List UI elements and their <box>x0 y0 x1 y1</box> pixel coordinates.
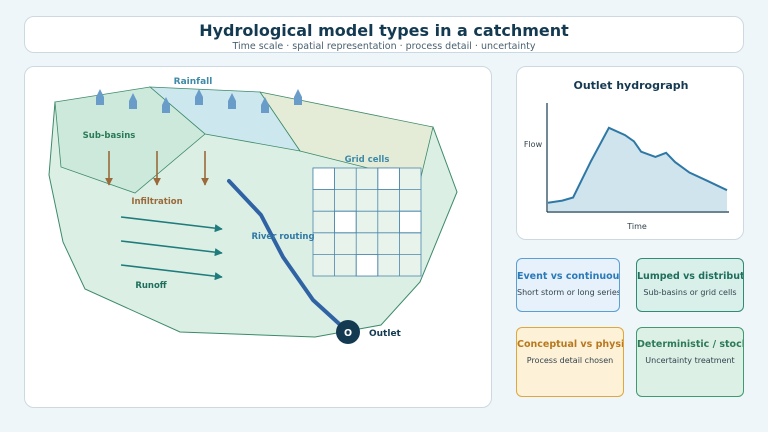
river-routing-label: River routing <box>251 232 314 242</box>
card-conceptual-vs-physical: Conceptual vs physical Process detail ch… <box>516 327 624 397</box>
subbasin-zone <box>54 86 206 194</box>
card-title: Event vs continuous <box>517 271 620 282</box>
rain-drop-icon <box>96 89 104 105</box>
page-title: Hydrological model types in a catchment <box>199 21 569 40</box>
card-subtitle: Sub-basins or grid cells <box>643 288 737 297</box>
rain-drop-icon <box>162 97 170 113</box>
outlet-marker <box>336 320 360 344</box>
runoff-label: Runoff <box>135 281 166 291</box>
hydrograph-title: Outlet hydrograph <box>573 79 688 92</box>
card-event-vs-continuous: Event vs continuous Short storm or long … <box>516 258 620 312</box>
rain-drop-icon <box>195 89 203 105</box>
card-deterministic-stochastic: Deterministic / stochastic Uncertainty t… <box>636 327 744 397</box>
card-subtitle: Short storm or long series <box>517 288 620 297</box>
infiltration-label: Infiltration <box>131 197 182 207</box>
catchment-diagram: Rainfall Sub-basins Grid cells Infiltrat… <box>48 77 458 344</box>
card-title: Deterministic / stochastic <box>637 339 743 350</box>
card-title: Conceptual vs physical <box>517 339 624 350</box>
rain-drop-icon <box>261 97 269 113</box>
outlet-label: Outlet <box>369 329 402 339</box>
catchment-panel: Rainfall Sub-basins Grid cells Infiltrat… <box>24 66 492 408</box>
card-subtitle: Uncertainty treatment <box>645 356 735 365</box>
x-axis-label: Time <box>626 222 647 231</box>
page-subtitle: Time scale · spatial representation · pr… <box>232 41 536 52</box>
grid-cells <box>312 167 422 277</box>
river-channel <box>227 179 349 333</box>
hydrograph-area <box>548 127 727 211</box>
hydrograph-line <box>547 126 728 204</box>
header-panel: Hydrological model types in a catchment … <box>24 16 744 53</box>
card-subtitle: Process detail chosen <box>526 356 614 365</box>
runoff-arrow-icon <box>120 216 223 233</box>
hydrograph-panel: Outlet hydrograph Flow Time <box>516 66 744 240</box>
outlet-marker-letter: O <box>344 328 352 339</box>
runoff-arrow-icon <box>120 264 223 281</box>
y-axis-label: Flow <box>524 140 543 149</box>
rain-drop-icon <box>294 89 302 105</box>
rain-drop-icon <box>129 93 137 109</box>
subbasins-label: Sub-basins <box>83 131 136 141</box>
grid-cells-label: Grid cells <box>345 155 390 165</box>
hydrograph-chart: Outlet hydrograph Flow Time <box>524 79 729 231</box>
card-lumped-vs-distributed: Lumped vs distributed Sub-basins or grid… <box>636 258 744 312</box>
rainfall-label: Rainfall <box>174 77 213 87</box>
rain-drop-icon <box>228 93 236 109</box>
card-title: Lumped vs distributed <box>637 271 743 282</box>
runoff-arrow-icon <box>120 240 223 257</box>
